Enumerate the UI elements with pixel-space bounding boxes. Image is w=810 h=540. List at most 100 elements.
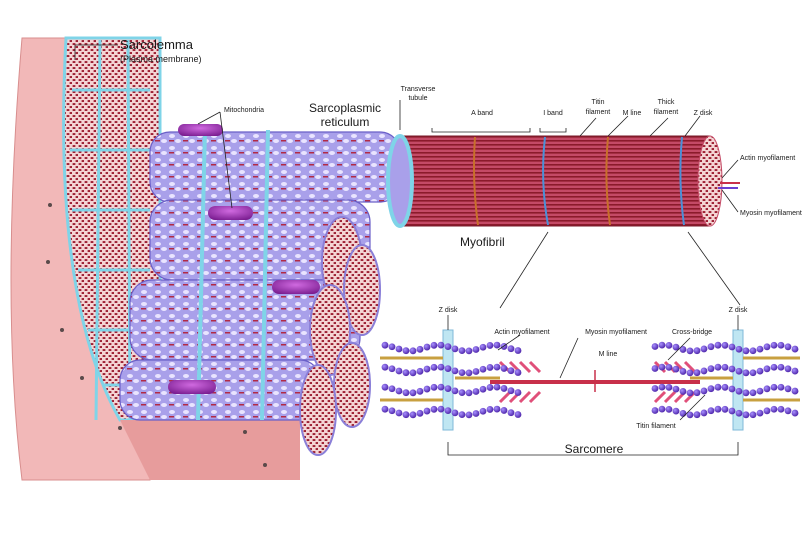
- actin-bead: [693, 389, 701, 397]
- actin-bead: [472, 410, 480, 417]
- actin-bead: [658, 341, 666, 349]
- actin-bead: [458, 369, 466, 377]
- actin-bead: [500, 385, 508, 392]
- titin-springs: [380, 356, 800, 402]
- actin-bead: [686, 411, 694, 419]
- actin-bead: [388, 407, 396, 415]
- actin-bead: [486, 384, 494, 391]
- actin-bead: [444, 407, 452, 414]
- actin-bead: [507, 345, 515, 353]
- label-actin-sarc: Actin myofilament: [494, 329, 549, 336]
- actin-bead: [665, 363, 673, 371]
- actin-bead: [514, 369, 522, 376]
- actin-bead: [423, 343, 431, 351]
- actin-bead: [679, 388, 687, 395]
- mitochondrion: [208, 206, 253, 220]
- actin-bead: [686, 369, 694, 377]
- actin-bead: [742, 411, 750, 419]
- actin-bead: [465, 347, 473, 355]
- label-thick-2: filament: [654, 109, 679, 116]
- actin-bead: [458, 411, 466, 419]
- actin-bead: [735, 367, 743, 375]
- actin-bead: [514, 411, 522, 418]
- label-z-disk-top: Z disk: [694, 110, 713, 117]
- actin-bead: [381, 363, 389, 371]
- actin-bead: [749, 411, 757, 419]
- actin-bead: [514, 347, 522, 354]
- actin-bead: [486, 342, 494, 349]
- actin-bead: [728, 407, 736, 415]
- actin-bead: [770, 383, 778, 391]
- label-i-band: I band: [543, 110, 563, 117]
- actin-bead: [714, 363, 722, 371]
- actin-bead: [784, 385, 792, 393]
- label-titin-sarc: Titin filament: [636, 423, 675, 430]
- actin-bead: [700, 367, 708, 375]
- actin-bead: [402, 369, 410, 377]
- actin-bead: [770, 363, 778, 371]
- actin-bead: [402, 347, 410, 355]
- actin-bead: [784, 407, 792, 415]
- label-z-disk-left: Z disk: [439, 307, 458, 314]
- actin-bead: [423, 385, 431, 393]
- actin-bead: [700, 409, 708, 417]
- actin-bead: [679, 410, 687, 417]
- actin-bead: [423, 407, 431, 415]
- actin-bead: [451, 367, 459, 375]
- actin-bead: [777, 341, 785, 349]
- actin-bead: [493, 405, 501, 413]
- diagram-labels: Sarcolemma (Plasma membrane) Mitochondri…: [120, 37, 802, 456]
- label-sarcomere: Sarcomere: [565, 442, 624, 456]
- actin-bead: [763, 365, 771, 373]
- actin-bead: [749, 369, 757, 377]
- actin-bead: [395, 409, 403, 417]
- actin-bead: [777, 405, 785, 413]
- actin-bead: [507, 367, 515, 375]
- actin-bead: [430, 383, 438, 391]
- actin-bead-chains: [381, 341, 799, 419]
- actin-bead: [714, 341, 722, 349]
- actin-bead: [756, 409, 764, 417]
- label-sarcoplasmic: Sarcoplasmic: [309, 101, 381, 115]
- mitochondrion: [178, 124, 223, 136]
- actin-bead: [672, 407, 680, 415]
- muscle-fiber-cutaway: [10, 36, 401, 481]
- band-lines: [473, 136, 685, 226]
- actin-bead: [381, 405, 389, 413]
- actin-bead: [395, 345, 403, 353]
- actin-bead: [472, 346, 480, 353]
- actin-bead: [479, 407, 487, 415]
- actin-bead: [742, 369, 750, 377]
- actin-bead: [444, 343, 452, 350]
- actin-bead: [402, 411, 410, 419]
- label-a-band: A band: [471, 110, 493, 117]
- actin-bead: [465, 369, 473, 377]
- label-mitochondria: Mitochondria: [224, 107, 264, 114]
- label-myosin-sarc: Myosin myofilament: [585, 329, 647, 336]
- actin-bead: [672, 365, 680, 373]
- actin-bead: [728, 385, 736, 393]
- actin-bead: [486, 406, 494, 413]
- actin-bead: [465, 411, 473, 419]
- actin-bead: [430, 341, 438, 349]
- label-sarcolemma: Sarcolemma: [120, 37, 194, 52]
- actin-bead: [437, 383, 445, 391]
- myofibril-cylinder: [386, 134, 740, 228]
- actin-bead: [388, 343, 396, 351]
- actin-bead: [784, 343, 792, 351]
- actin-bead: [402, 389, 410, 397]
- actin-bead: [721, 341, 729, 349]
- actin-bead: [763, 407, 771, 415]
- actin-bead: [749, 347, 757, 355]
- actin-bead: [388, 385, 396, 393]
- label-titin-top-1: Titin: [592, 99, 605, 106]
- actin-bead: [742, 347, 750, 355]
- label-plasma-membrane: (Plasma membrane): [120, 54, 202, 64]
- sarcolemma-lower-edge: [120, 420, 300, 480]
- actin-bead: [686, 389, 694, 397]
- actin-bead: [395, 367, 403, 375]
- actin-bead: [665, 405, 673, 413]
- actin-bead: [791, 345, 799, 353]
